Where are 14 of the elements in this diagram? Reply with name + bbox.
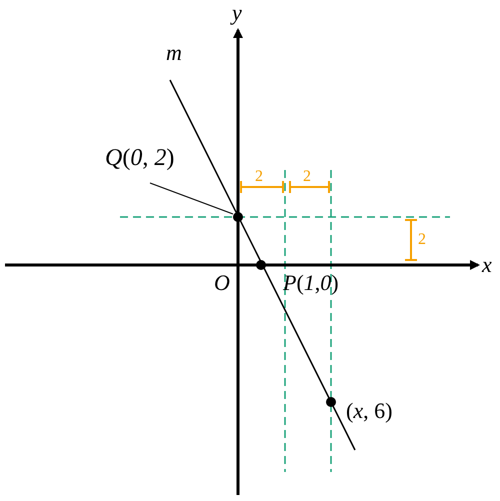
point xyxy=(256,260,266,270)
point xyxy=(233,212,243,222)
origin-label: O xyxy=(214,272,230,294)
point-label: P(1,0) xyxy=(283,272,339,294)
dimension-label: 2 xyxy=(255,169,263,185)
point xyxy=(326,397,336,407)
line-label: m xyxy=(166,42,182,64)
axis-label: y xyxy=(232,2,242,24)
dimension-label: 2 xyxy=(418,232,426,248)
point-label: (x, 6) xyxy=(346,400,392,422)
leader-line xyxy=(150,182,234,214)
point-label: Q(0, 2) xyxy=(105,146,174,170)
dimension-label: 2 xyxy=(303,169,311,185)
axis-label: x xyxy=(482,254,492,276)
